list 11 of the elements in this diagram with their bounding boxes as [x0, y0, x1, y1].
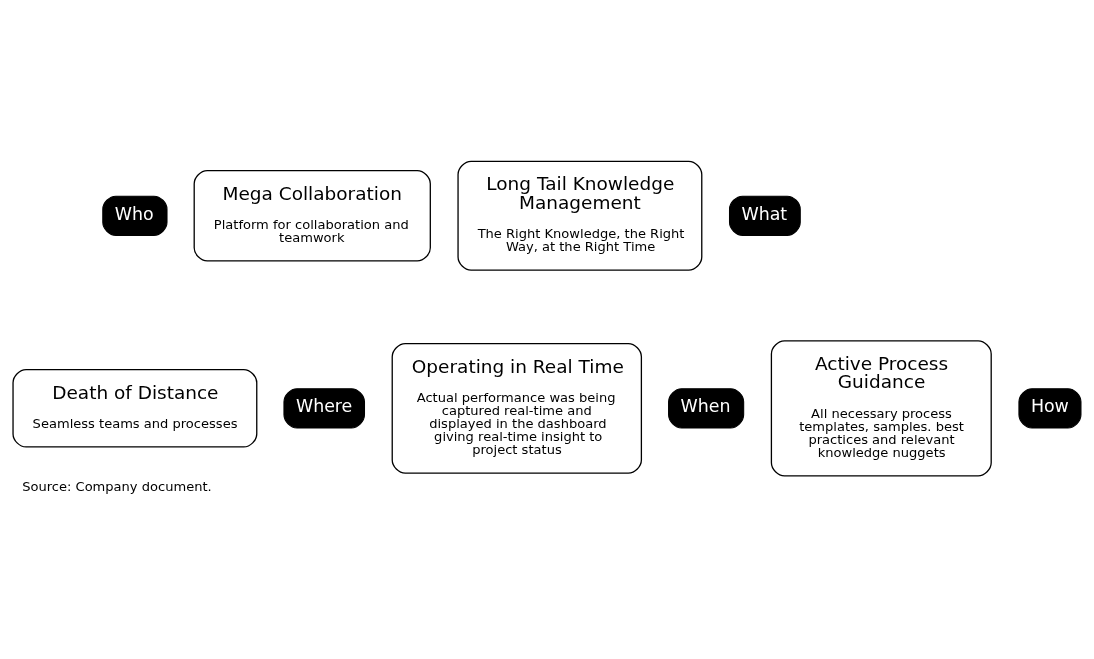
node-box: Long Tail Knowledge Management The Right Knowledge, the Right Way, at the Right Time [457, 160, 703, 271]
node-box: Operating in Real Time Actual performance was being captured real-time and displayed in the dashboard giving real-time insight to project status [391, 342, 643, 474]
node-box: What [728, 195, 801, 236]
caption: Source: Company document. [22, 478, 212, 494]
node-box: Where [283, 387, 366, 428]
node-box: When [668, 387, 745, 428]
node-box: Who [102, 195, 168, 236]
node-box: Death of Distance Seamless teams and processes [12, 368, 258, 448]
node-box: Mega Collaboration Platform for collaboration and teamwork [193, 169, 431, 262]
node-box: Active Process Guidance All necessary process templates, samples. best practices and relevant knowledge nuggets [770, 339, 992, 476]
node-box: How [1018, 387, 1082, 428]
